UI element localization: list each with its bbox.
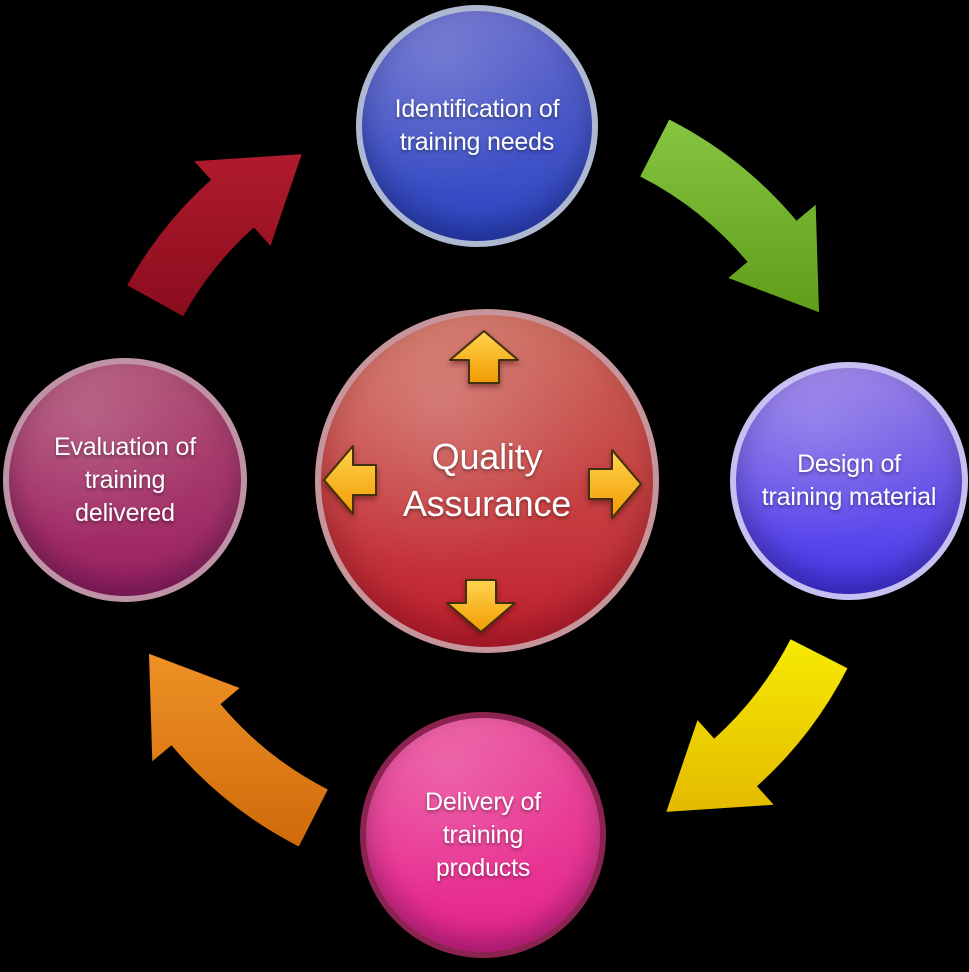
node-identification-of-training-needs: Identification of training needs [356, 5, 598, 247]
node-quality-assurance-center: Quality Assurance [315, 309, 659, 653]
curved-arrow-yellow-icon [666, 639, 848, 812]
node-delivery-of-training-products: Delivery of training products [360, 712, 606, 958]
curved-arrow-darkred-icon [127, 154, 302, 317]
node-evaluation-of-training-delivered: Evaluation of training delivered [3, 358, 247, 602]
node-design-of-training-material: Design of training material [730, 362, 968, 600]
node-label-identification: Identification of training needs [394, 95, 560, 156]
center-label: Quality Assurance [402, 436, 572, 524]
node-label-delivery: Delivery of training products [425, 787, 541, 882]
node-label-evaluation: Evaluation of training delivered [54, 432, 196, 527]
node-label-design: Design of training material [761, 450, 937, 511]
curved-arrow-green-icon [640, 119, 819, 313]
curved-arrow-orange-icon [149, 653, 328, 847]
